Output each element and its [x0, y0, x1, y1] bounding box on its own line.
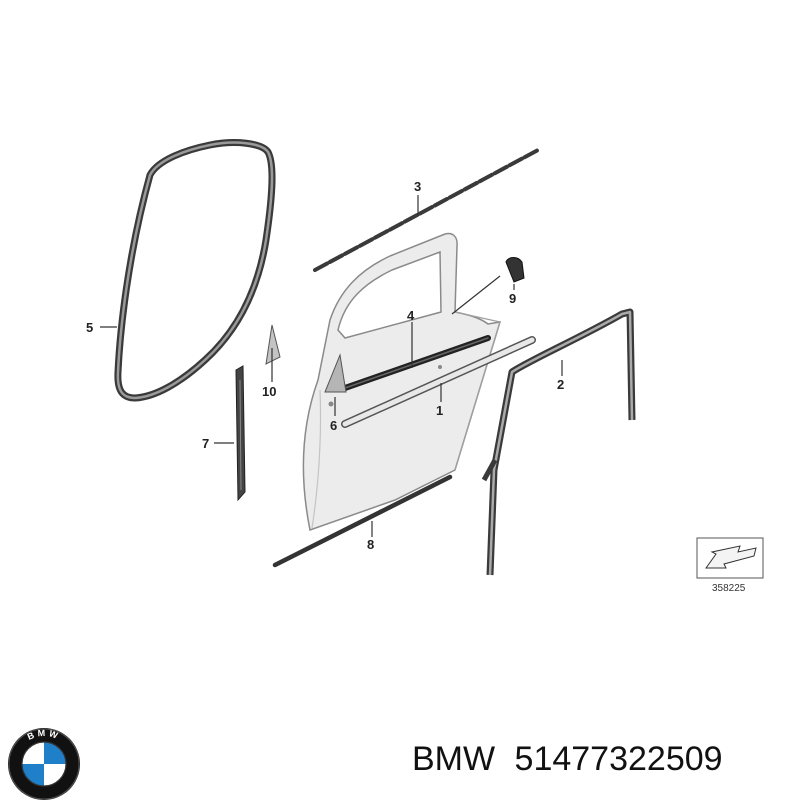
- pillar-seal-part-7: [235, 365, 246, 502]
- callout-7: 7: [202, 436, 209, 451]
- callout-8: 8: [367, 537, 374, 552]
- bmw-logo-icon: BMW: [8, 728, 80, 800]
- callout-9: 9: [509, 291, 516, 306]
- lower-seal-part-8: [272, 474, 453, 568]
- trim-part-10: [265, 324, 281, 365]
- reference-code: 358225: [712, 583, 746, 594]
- callout-3: 3: [414, 179, 421, 194]
- callout-1: 1: [436, 403, 443, 418]
- svg-text:BMW: BMW: [26, 728, 62, 742]
- callout-6: 6: [330, 418, 337, 433]
- leader-lines: [100, 195, 563, 537]
- part-number: 51477322509: [514, 740, 723, 778]
- callout-10: 10: [262, 384, 276, 399]
- reference-symbol: 358225: [696, 537, 764, 594]
- roof-strip-part-3: [313, 148, 540, 272]
- door-shell-part-1: [302, 232, 502, 531]
- logo-letters: BMW: [26, 728, 59, 742]
- callout-2: 2: [557, 377, 564, 392]
- mirror-cover-part-9: [505, 257, 525, 283]
- part-caption: BMW 51477322509: [412, 740, 798, 790]
- side-moulding-strip: [341, 336, 536, 428]
- belt-strip-part-4: [342, 335, 491, 391]
- callout-5: 5: [86, 320, 93, 335]
- callout-4: 4: [407, 308, 415, 323]
- trim-part-6: [324, 353, 347, 393]
- brand-name: BMW: [412, 740, 496, 778]
- door-seal-part-5: [114, 139, 276, 402]
- window-seal-part-2: [481, 308, 636, 576]
